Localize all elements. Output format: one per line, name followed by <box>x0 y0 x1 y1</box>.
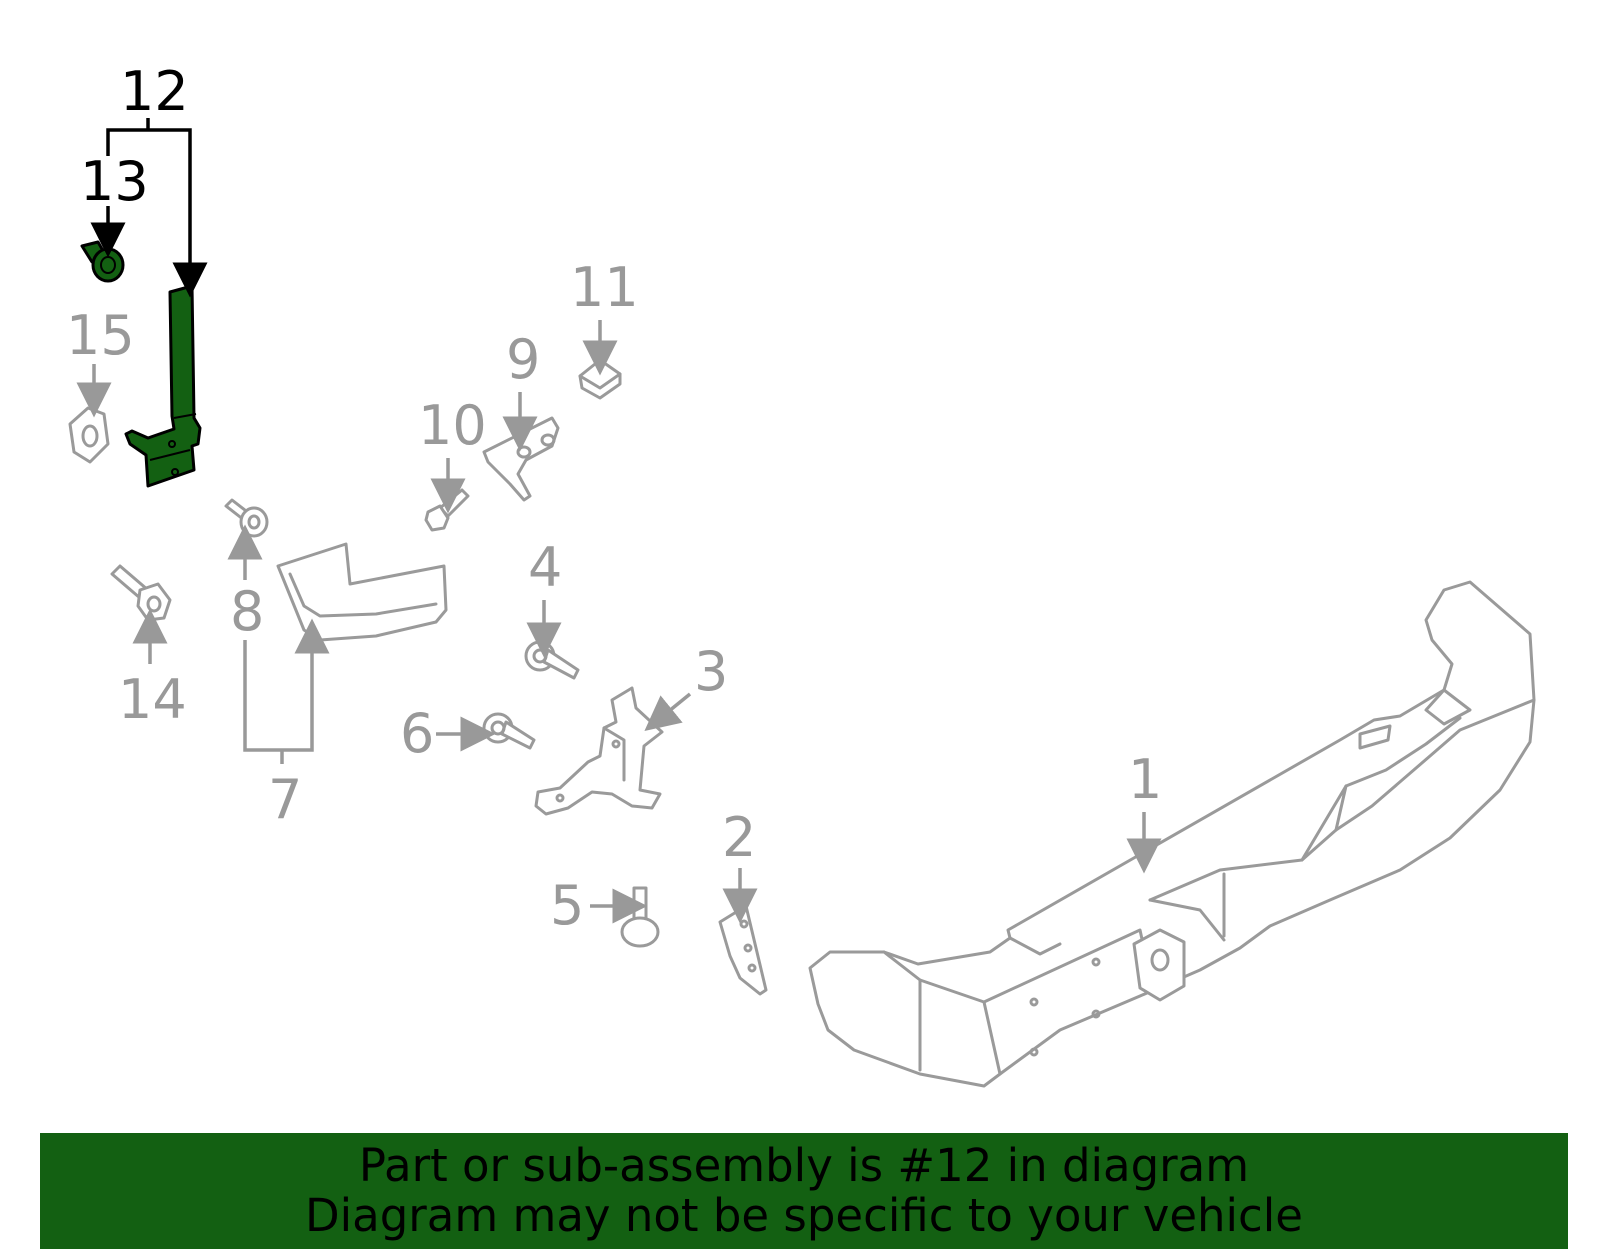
part-6-bolt[interactable] <box>482 712 536 750</box>
callout-13: 13 <box>80 150 149 213</box>
part-8-bolt[interactable] <box>224 498 269 538</box>
part-3-bracket[interactable] <box>534 686 664 816</box>
part-7-step-pad[interactable] <box>276 542 448 642</box>
callout-10: 10 <box>418 394 487 457</box>
callout-6: 6 <box>400 702 434 765</box>
callout-11: 11 <box>570 256 639 319</box>
part-13-screw[interactable] <box>80 240 125 283</box>
callout-1: 1 <box>1128 748 1162 811</box>
callout-9: 9 <box>506 328 540 391</box>
callout-4: 4 <box>528 536 562 599</box>
part-12-bracket[interactable] <box>124 284 202 488</box>
part-11-clip[interactable] <box>578 358 622 400</box>
callout-8: 8 <box>230 580 264 643</box>
callout-2: 2 <box>722 806 756 869</box>
callout-5: 5 <box>550 874 584 937</box>
banner-line-1: Part or sub-assembly is #12 in diagram <box>358 1139 1250 1192</box>
callout-15: 15 <box>66 304 135 367</box>
part-5-bolt[interactable] <box>620 886 660 948</box>
callout-3: 3 <box>694 640 728 703</box>
part-1-bumper[interactable] <box>808 580 1536 1088</box>
callout-7: 7 <box>268 768 302 831</box>
callout-14: 14 <box>118 668 187 731</box>
banner-line-2: Diagram may not be specific to your vehi… <box>305 1189 1303 1242</box>
part-15-nut[interactable] <box>68 406 110 464</box>
part-2-plate[interactable] <box>718 904 768 996</box>
callout-12: 12 <box>120 60 189 123</box>
part-14-bolt[interactable] <box>110 564 172 622</box>
part-4-bolt[interactable] <box>524 640 580 680</box>
info-banner: Part or sub-assembly is #12 in diagram D… <box>40 1133 1568 1249</box>
